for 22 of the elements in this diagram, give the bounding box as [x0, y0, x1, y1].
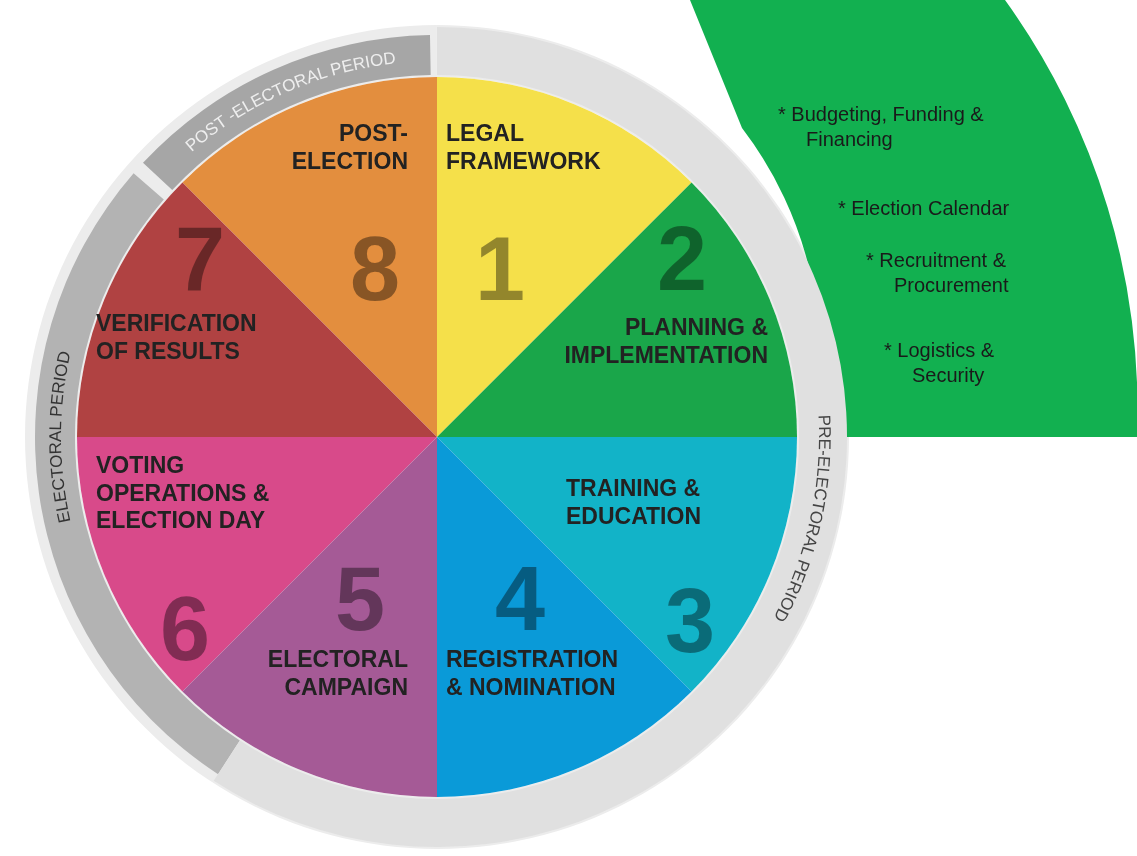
slice-label: VERIFICATION OF RESULTS [96, 310, 258, 366]
slice-number: 2 [656, 209, 708, 309]
bullet-item: * Election Calendar [838, 196, 1010, 221]
slice-number: 8 [349, 219, 401, 319]
pie-slice [437, 182, 797, 437]
bullet-item: * Recruitment & Procurement [866, 248, 1010, 298]
slice-label: ELECTORAL CAMPAIGN [266, 646, 408, 702]
bullet-item: * Budgeting, Funding & Financing [778, 102, 985, 152]
slice-number: 6 [159, 579, 211, 679]
pie-slice [77, 182, 437, 437]
bullet-item: * Logistics & Security [884, 338, 996, 388]
slice-label: REGISTRATION & NOMINATION [446, 646, 620, 702]
slice-number: 3 [664, 571, 716, 671]
slice-number: 4 [494, 549, 546, 649]
slice-number: 1 [474, 219, 526, 319]
slice-label: LEGAL FRAMEWORK [446, 120, 602, 176]
slice-number: 7 [174, 209, 226, 309]
slice-label: PLANNING & IMPLEMENTATION [563, 314, 768, 370]
slice-label: VOTING OPERATIONS & ELECTION DAY [96, 452, 271, 535]
slice-number: 5 [334, 549, 386, 649]
slice-label: TRAINING & EDUCATION [566, 475, 702, 531]
slice-label: POST- ELECTION [291, 120, 408, 176]
